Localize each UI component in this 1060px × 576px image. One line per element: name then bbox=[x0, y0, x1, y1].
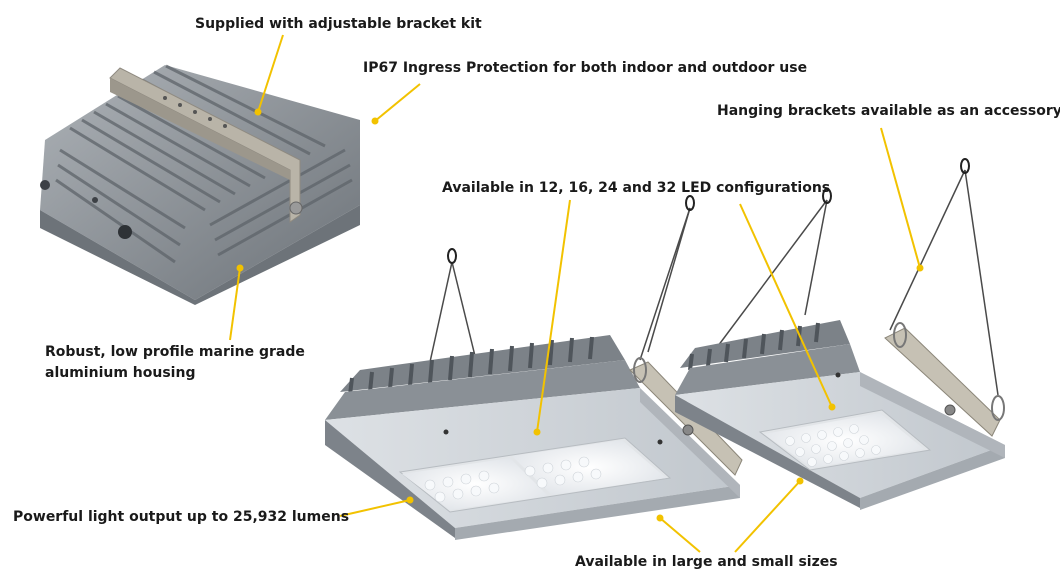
leader-lines bbox=[229, 34, 921, 553]
leader-light-output bbox=[339, 499, 411, 517]
leader-housing bbox=[229, 267, 241, 341]
leader-sizes-large bbox=[659, 517, 701, 553]
callout-sizes: Available in large and small sizes bbox=[575, 554, 838, 570]
fixture-small-image bbox=[633, 158, 1005, 510]
callout-led-configurations: Available in 12, 16, 24 and 32 LED confi… bbox=[442, 180, 831, 196]
leader-led-configs-large bbox=[536, 199, 571, 433]
leader-dots bbox=[236, 108, 924, 522]
callout-hanging-brackets: Hanging brackets available as an accesso… bbox=[717, 103, 1060, 119]
leader-led-configs-small bbox=[739, 203, 833, 408]
callout-bracket-kit: Supplied with adjustable bracket kit bbox=[195, 16, 482, 32]
leader-hanging-brackets bbox=[880, 127, 921, 269]
callout-housing-line1: Robust, low profile marine grade bbox=[45, 344, 305, 360]
callout-ip67: IP67 Ingress Protection for both indoor … bbox=[363, 60, 808, 76]
callout-light-output: Powerful light output up to 25,932 lumen… bbox=[13, 509, 350, 525]
callout-housing-line2: aluminium housing bbox=[45, 365, 196, 381]
leader-ip67 bbox=[374, 83, 421, 122]
fixture-rear-view-image bbox=[40, 64, 360, 305]
fixture-large-image bbox=[325, 195, 743, 540]
leader-bracket-kit bbox=[257, 34, 284, 113]
leader-sizes-small bbox=[734, 480, 801, 553]
